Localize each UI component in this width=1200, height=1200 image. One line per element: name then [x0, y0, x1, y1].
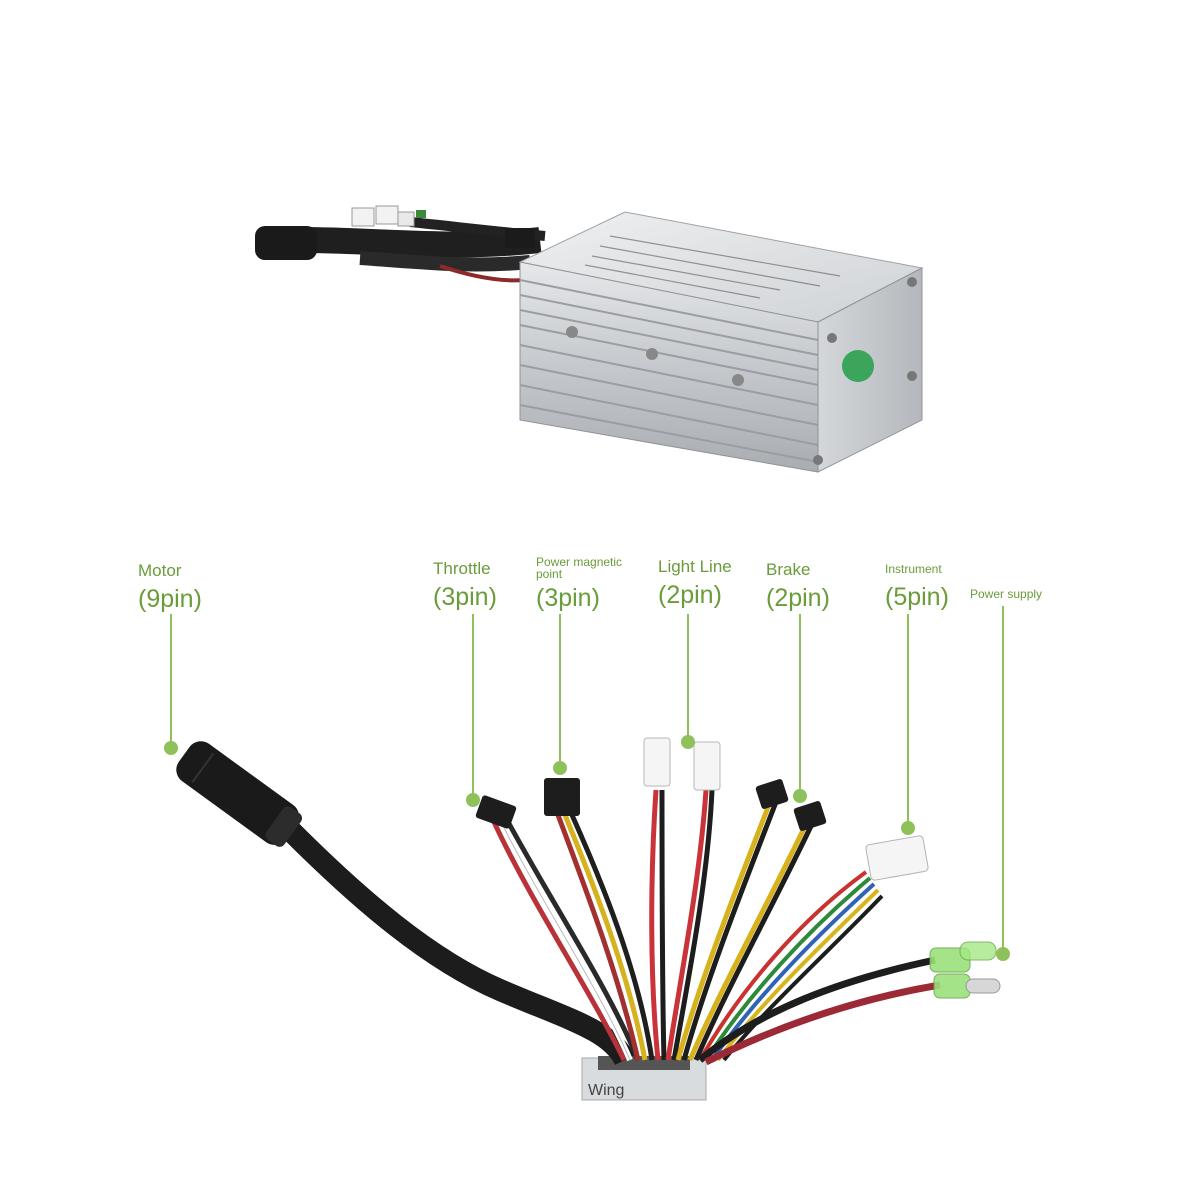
label-brake-name: Brake	[766, 560, 811, 579]
instrument-connector	[865, 835, 929, 881]
motor-cable	[282, 822, 635, 1066]
controller-badge	[842, 350, 874, 382]
label-light-line: Light Line (2pin)	[658, 558, 732, 608]
label-instrument-name: Instrument	[885, 562, 942, 576]
controller-photo	[255, 205, 924, 473]
label-instrument-pins: (5pin)	[885, 583, 949, 611]
label-motor-pins: (9pin)	[138, 585, 202, 613]
wiring-diagram	[164, 606, 1010, 1101]
label-power-supply: Power supply	[970, 588, 1042, 600]
label-light-line-pins: (2pin)	[658, 581, 722, 609]
power-magnetic-connector	[544, 778, 580, 816]
label-instrument: Instrument (5pin)	[885, 563, 949, 610]
throttle-connector	[475, 795, 517, 829]
label-light-line-name: Light Line	[658, 557, 732, 576]
label-throttle-name: Throttle	[433, 559, 491, 578]
motor-connector	[176, 741, 303, 847]
light-connector-1	[643, 737, 671, 787]
label-power-magnetic-pins: (3pin)	[536, 584, 600, 612]
label-power-magnetic-name: Power magnetic point	[536, 555, 623, 581]
controller-cable-bundle	[255, 205, 546, 283]
label-power-magnetic-point: Power magnetic point (3pin)	[536, 556, 636, 611]
housing-label: Wing	[588, 1082, 625, 1099]
label-power-supply-name: Power supply	[970, 587, 1043, 601]
light-connector-2	[693, 741, 721, 791]
label-brake-pins: (2pin)	[766, 584, 830, 612]
leader-dots	[164, 735, 1010, 961]
power-supply-terminal-red	[933, 973, 971, 999]
label-brake: Brake (2pin)	[766, 561, 830, 611]
brake-connector-1	[755, 779, 789, 809]
leader-lines	[170, 606, 1004, 954]
brake-connector-2	[793, 801, 827, 831]
label-motor: Motor (9pin)	[138, 562, 202, 612]
label-motor-name: Motor	[138, 561, 182, 580]
label-throttle: Throttle (3pin)	[433, 560, 497, 610]
motor-plug-photo	[255, 226, 317, 260]
label-throttle-pins: (3pin)	[433, 583, 497, 611]
